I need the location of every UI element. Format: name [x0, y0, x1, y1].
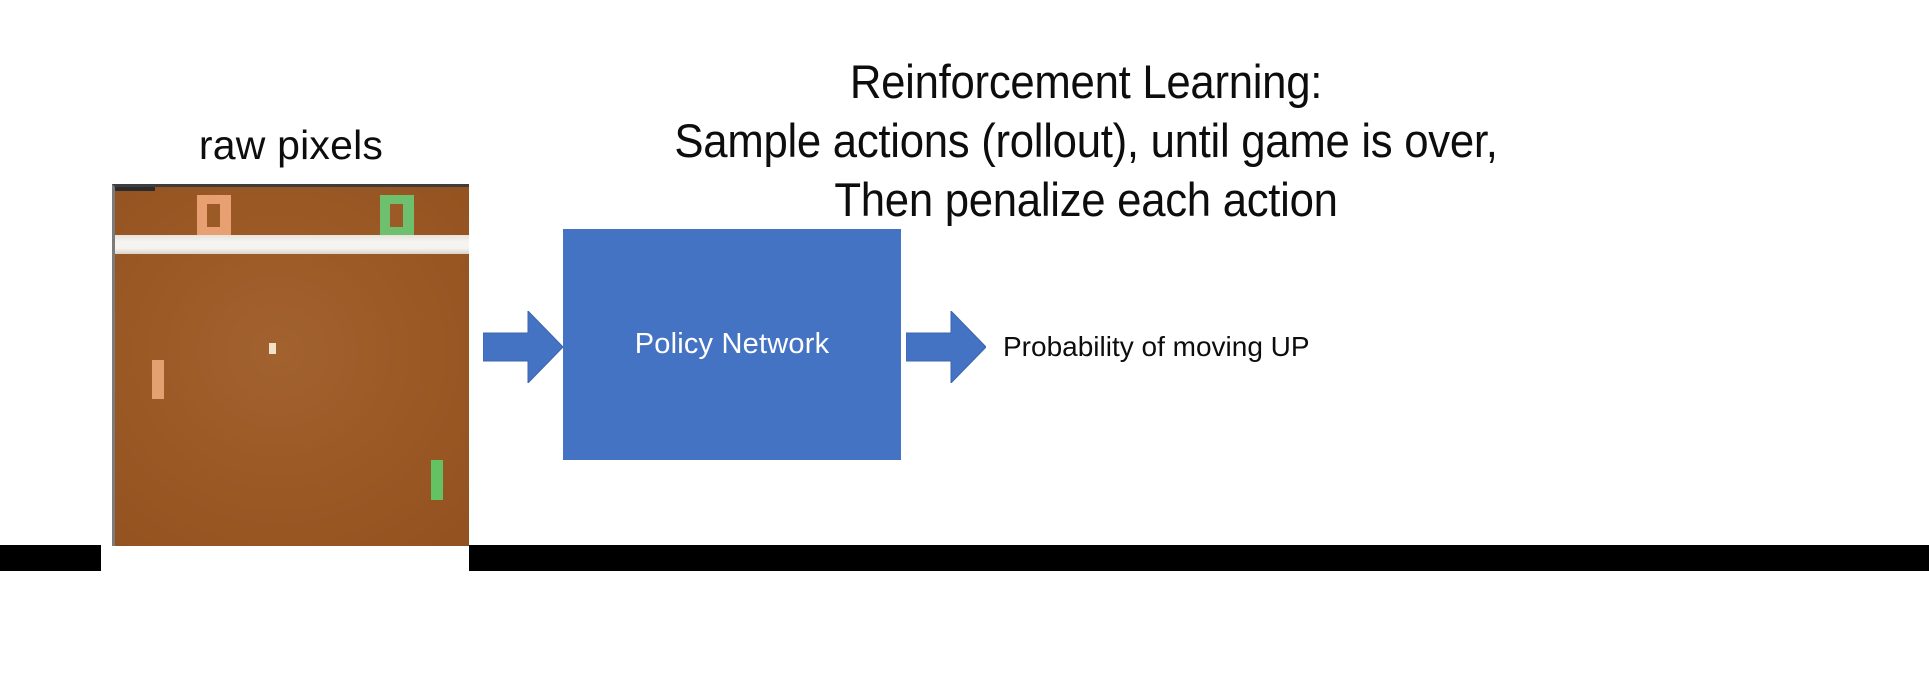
- score-digit-zero-glyph: [380, 195, 414, 235]
- score-digit-hole: [207, 204, 220, 227]
- pong-divider-line: [115, 235, 469, 254]
- score-digit-zero-glyph: [197, 195, 231, 235]
- pong-paddle-left: [152, 360, 164, 399]
- bottom-black-bar-left: [0, 545, 101, 571]
- pong-score-right: [380, 195, 414, 235]
- title-line-1: Reinforcement Learning:: [849, 55, 1323, 108]
- pong-top-notch: [115, 187, 155, 191]
- policy-network-box: Policy Network: [563, 229, 901, 460]
- pong-ball: [269, 343, 276, 354]
- title-line-2: Sample actions (rollout), until game is …: [674, 114, 1498, 167]
- right-arrow-icon: [906, 311, 986, 383]
- pong-score-left: [197, 195, 231, 235]
- output-probability-label: Probability of moving UP: [1003, 331, 1310, 362]
- pong-playfield: [115, 187, 469, 546]
- raw-pixels-caption: raw pixels: [198, 122, 384, 168]
- right-arrow-icon: [483, 311, 563, 383]
- pong-game-screenshot: [112, 184, 469, 546]
- policy-network-label: Policy Network: [634, 328, 830, 360]
- slide-title: Reinforcement Learning: Sample actions (…: [634, 52, 1538, 229]
- bottom-black-bar-right: [469, 545, 1929, 571]
- score-digit-hole: [390, 204, 403, 227]
- pong-paddle-right: [431, 460, 443, 500]
- title-line-3: Then penalize each action: [834, 173, 1338, 226]
